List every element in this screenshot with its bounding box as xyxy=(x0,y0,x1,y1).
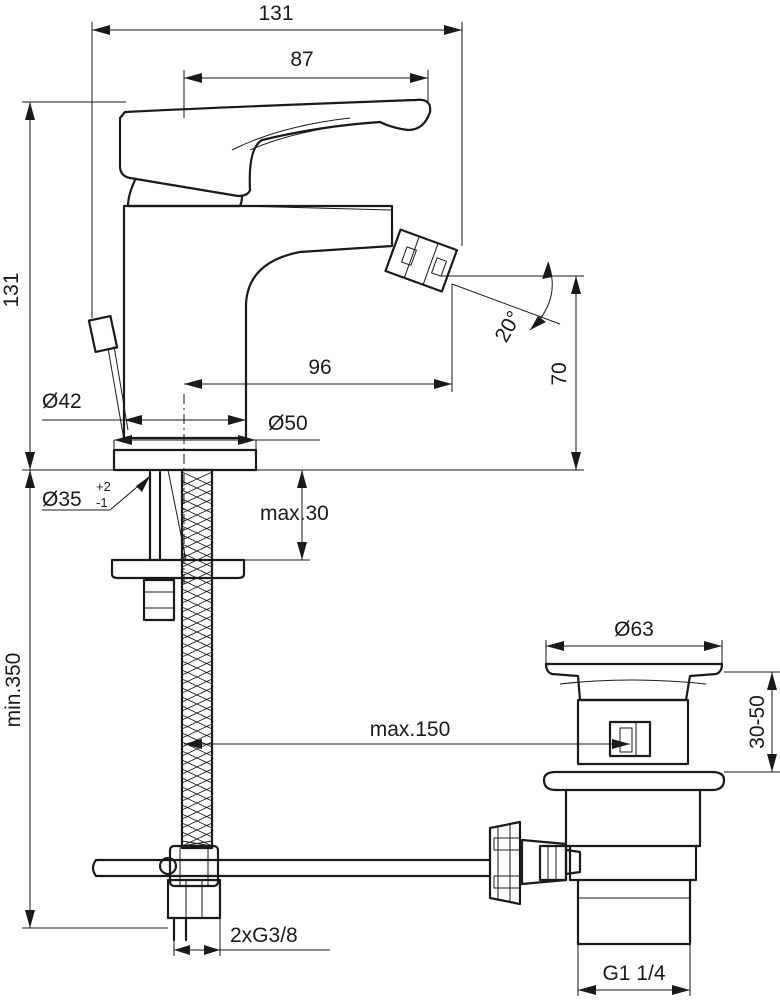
popup-rod-knob xyxy=(87,314,129,441)
dim-waste-thread: G1 1/4 xyxy=(602,962,665,985)
dim-max-rod-length: max.150 xyxy=(370,718,451,741)
dim-max-thickness: max.30 xyxy=(260,502,329,525)
dim-min-hose-length: min.350 xyxy=(2,653,25,728)
rod-clamp xyxy=(168,844,220,888)
waste-valve xyxy=(488,662,726,946)
dim-hole-tolerance-minus: -1 xyxy=(96,495,108,510)
waste-coupling-nut xyxy=(488,820,522,906)
waste-cap xyxy=(544,662,724,702)
dim-spout-reach: 96 xyxy=(308,356,331,379)
lever-handle xyxy=(118,98,432,198)
spout-nozzle xyxy=(384,228,459,293)
braided-hose xyxy=(166,468,222,942)
dim-spout-height: 70 xyxy=(548,362,571,385)
dim-supply-connection: 2xG3/8 xyxy=(230,924,298,947)
dim-hole-diameter: Ø35 xyxy=(42,488,82,511)
waste-flange xyxy=(542,770,726,792)
body-main xyxy=(122,204,394,440)
waste-slot xyxy=(608,720,652,758)
fixing-plate xyxy=(110,558,246,580)
hose-nut xyxy=(166,878,222,920)
dim-base-diameter-42: Ø42 xyxy=(42,390,82,413)
dim-overall-height: 131 xyxy=(0,272,23,307)
dim-waste-diameter: Ø63 xyxy=(614,618,654,641)
dimension-lines xyxy=(22,22,780,996)
dim-spout-angle: 20° xyxy=(490,307,526,346)
dim-waste-height: 30-50 xyxy=(746,695,769,749)
dim-hole-tolerance-plus: +2 xyxy=(96,479,111,494)
base-plate xyxy=(112,448,258,472)
dim-overall-width: 131 xyxy=(258,2,293,25)
popup-linkage xyxy=(91,844,492,888)
dim-lever-width: 87 xyxy=(290,48,313,71)
fixing-nut xyxy=(142,578,176,622)
mixer-body xyxy=(87,98,459,622)
dimension-labels: 131 87 131 96 70 20° Ø42 Ø50 Ø35 +2 -1 m… xyxy=(0,2,769,985)
dim-base-diameter-50: Ø50 xyxy=(268,412,308,435)
